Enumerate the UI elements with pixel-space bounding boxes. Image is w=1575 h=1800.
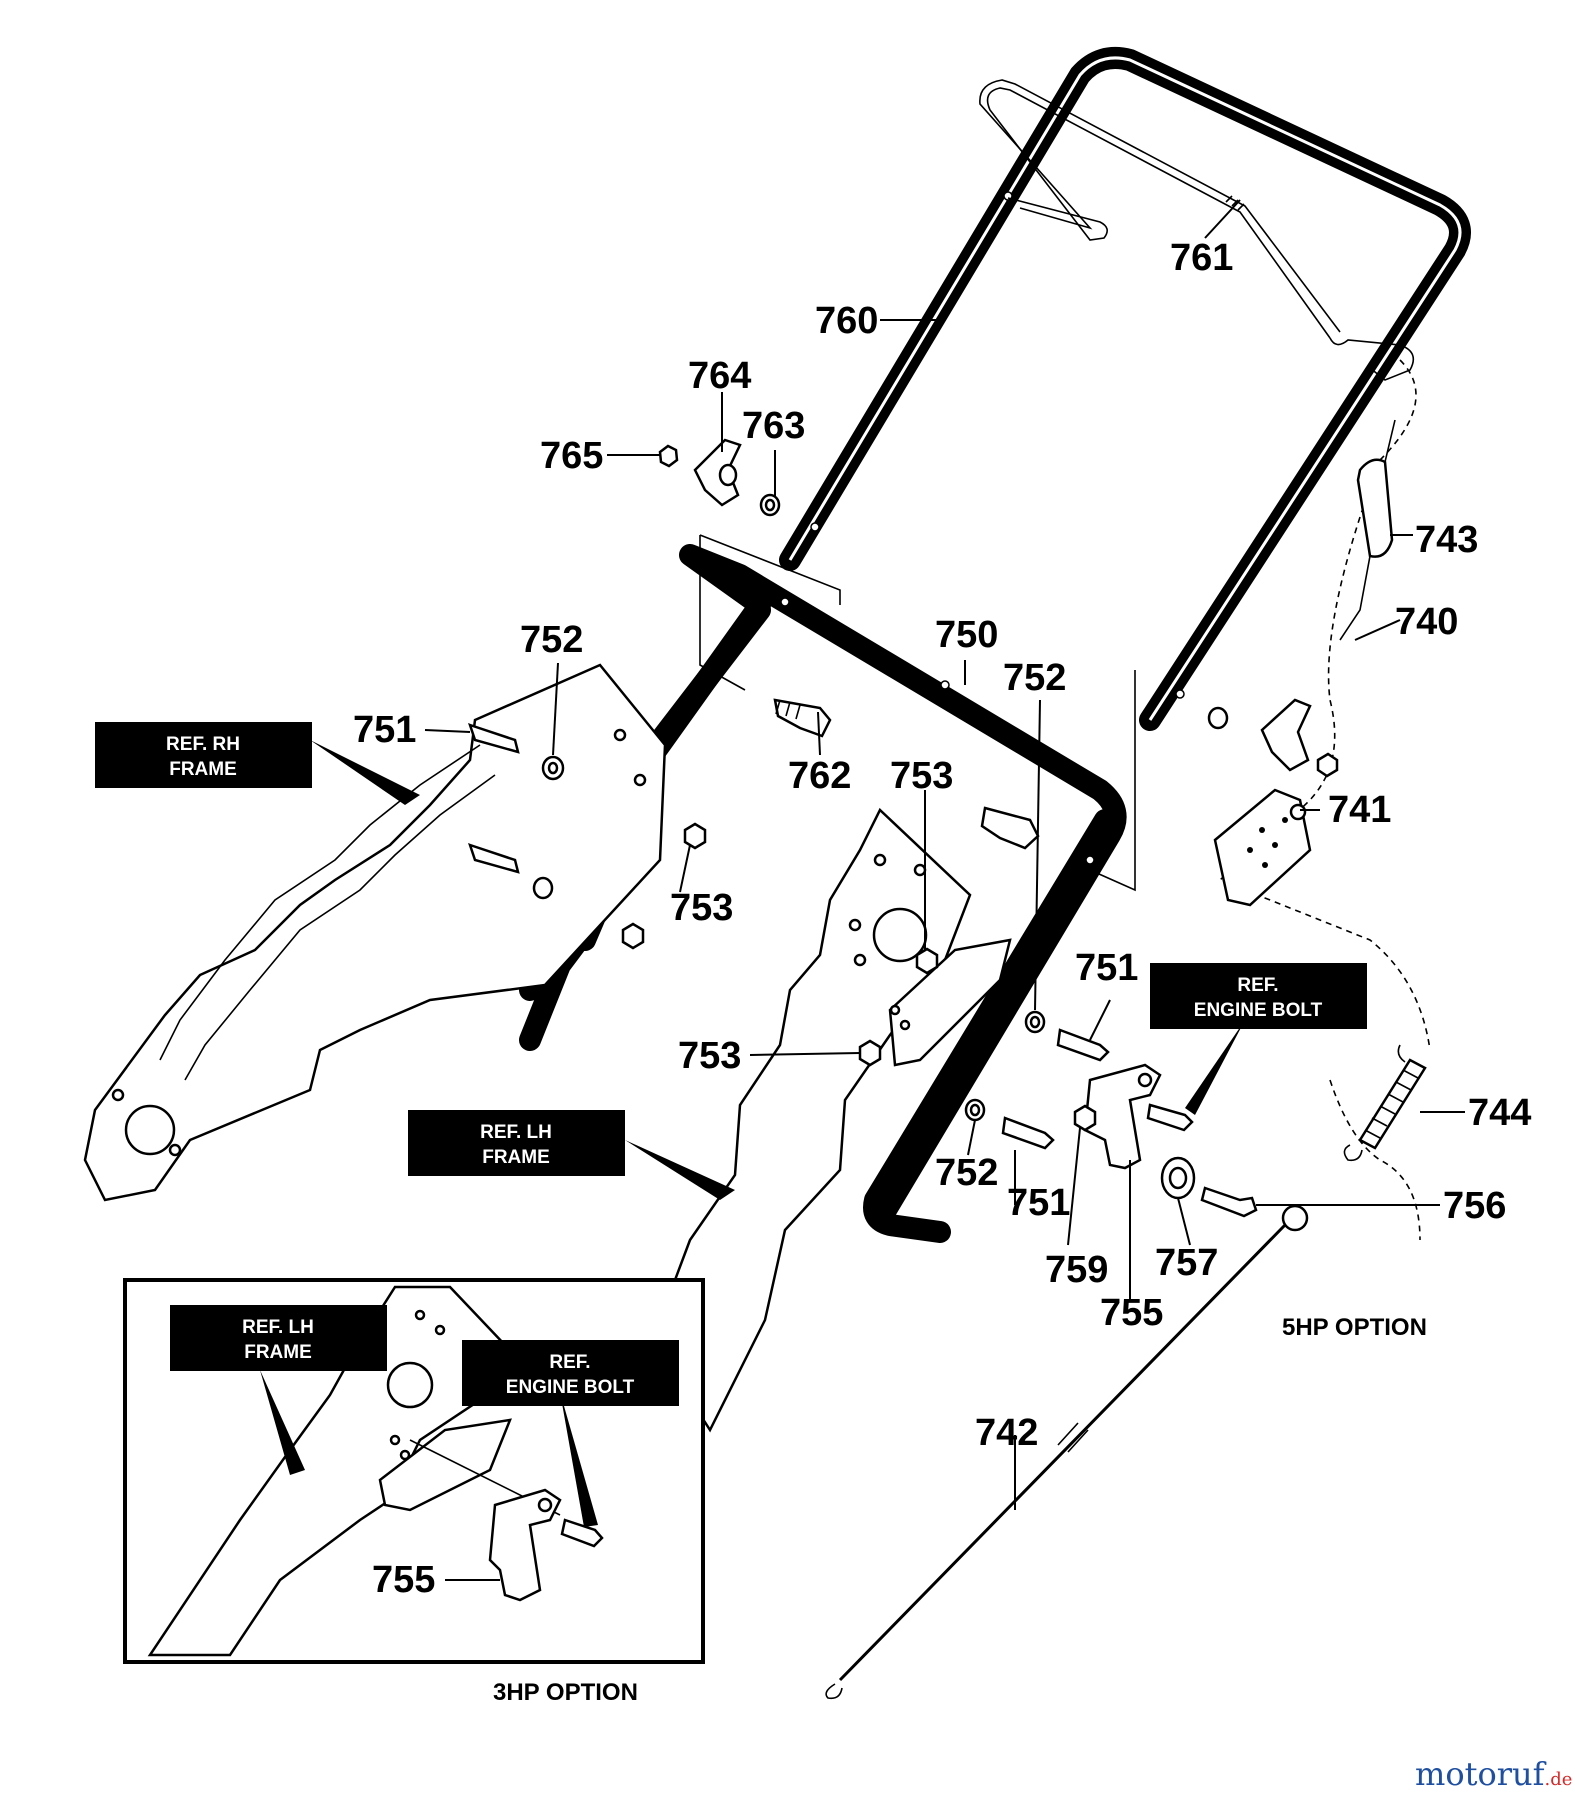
label-743: 743 (1415, 519, 1478, 561)
ref-rh-frame-line2: FRAME (169, 759, 237, 780)
label-752c: 752 (935, 1152, 998, 1194)
label-755b: 755 (372, 1559, 435, 1601)
label-751c: 751 (1007, 1182, 1070, 1224)
ref-box-inset-engine-bolt: REF. ENGINE BOLT (462, 1340, 679, 1406)
label-753c: 753 (678, 1035, 741, 1077)
cable-parts (825, 419, 1427, 1700)
label-762: 762 (788, 755, 851, 797)
label-744: 744 (1468, 1092, 1531, 1134)
label-760: 760 (815, 300, 878, 342)
label-757: 757 (1155, 1242, 1218, 1284)
label-752a: 752 (520, 619, 583, 661)
part-numbers: 760 761 764 763 765 743 740 750 752 752 … (353, 237, 1531, 1601)
ref-inset-lh-frame-line2: FRAME (244, 1342, 312, 1363)
label-753b: 753 (670, 887, 733, 929)
lh-frame (658, 807, 1012, 1433)
caption-5hp-option: 5HP OPTION (1282, 1314, 1427, 1341)
label-740: 740 (1395, 601, 1458, 643)
label-751a: 751 (353, 709, 416, 751)
svg-text:motoruf.de: motoruf.de (1415, 1755, 1572, 1793)
ref-box-engine-bolt: REF. ENGINE BOLT (1150, 963, 1367, 1029)
ref-lh-frame-line1: REF. LH (480, 1122, 552, 1143)
label-742: 742 (975, 1412, 1038, 1454)
watermark-logo: motoruf.de (1415, 1755, 1572, 1793)
ref-rh-frame-line1: REF. RH (166, 734, 240, 755)
rh-frame (83, 663, 667, 1202)
label-753a: 753 (890, 755, 953, 797)
label-759: 759 (1045, 1249, 1108, 1291)
label-751b: 751 (1075, 947, 1138, 989)
label-752b: 752 (1003, 657, 1066, 699)
control-bail-761 (979, 79, 1415, 381)
ref-box-rh-frame: REF. RH FRAME (95, 722, 312, 788)
watermark-name: motoruf (1415, 1755, 1547, 1793)
ref-inset-engine-bolt-line1: REF. (549, 1352, 590, 1373)
ref-box-lh-frame: REF. LH FRAME (408, 1110, 625, 1176)
ref-engine-bolt-line1: REF. (1237, 975, 1278, 996)
label-764: 764 (688, 355, 751, 397)
ref-inset-engine-bolt-line2: ENGINE BOLT (506, 1377, 635, 1398)
label-763: 763 (742, 405, 805, 447)
upper-handle-760 (779, 46, 1471, 731)
ref-box-inset-lh-frame: REF. LH FRAME (170, 1305, 387, 1371)
ref-inset-lh-frame-line1: REF. LH (242, 1317, 314, 1338)
ref-engine-bolt-line2: ENGINE BOLT (1194, 1000, 1323, 1021)
label-755a: 755 (1100, 1292, 1163, 1334)
label-741: 741 (1328, 789, 1391, 831)
watermark-suffix: .de (1544, 1769, 1572, 1790)
label-765: 765 (540, 435, 603, 477)
hardware (468, 438, 1339, 1218)
label-761: 761 (1170, 237, 1233, 279)
caption-3hp-option: 3HP OPTION (493, 1679, 638, 1706)
ref-lh-frame-line2: FRAME (482, 1147, 550, 1168)
leader-lines (260, 199, 1465, 1581)
label-750: 750 (935, 614, 998, 656)
label-756: 756 (1443, 1185, 1506, 1227)
